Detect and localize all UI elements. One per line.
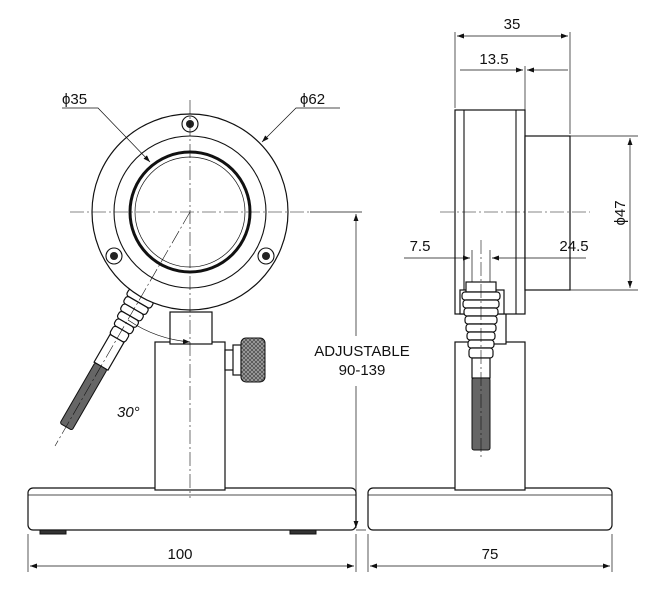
mounting-screw-left — [105, 247, 123, 265]
label-phi47: ϕ47 — [612, 200, 629, 225]
leader-phi35 — [62, 107, 151, 163]
label-dim-24-5: 24.5 — [559, 238, 588, 255]
angle-centerline — [54, 211, 191, 447]
front-base — [27, 487, 357, 535]
knurled-knob-icon — [240, 337, 266, 383]
label-width-side: 75 — [482, 546, 499, 563]
label-phi62: ϕ62 — [300, 91, 325, 108]
label-width-front: 100 — [167, 546, 192, 563]
side-rear-boss — [524, 135, 571, 291]
leader-phi62 — [261, 107, 340, 143]
mounting-screw-right — [257, 247, 275, 265]
side-base — [367, 487, 613, 531]
label-dim-13-5: 13.5 — [479, 51, 508, 68]
label-adjustable: ADJUSTABLE — [314, 343, 410, 360]
front-post-upper — [169, 311, 213, 345]
label-dim-7-5: 7.5 — [410, 238, 431, 255]
angle-arc — [127, 319, 191, 344]
front-view: 30° ϕ35 ϕ62 ADJUSTABLE 90-139 100 — [27, 91, 410, 572]
locking-knob — [224, 337, 266, 383]
side-view: 35 13.5 ϕ47 7.5 24.5 75 — [367, 16, 638, 572]
label-adjust-range: 90-139 — [339, 362, 386, 379]
front-base-foot-right — [289, 529, 317, 535]
label-dim-35: 35 — [504, 16, 521, 33]
cable — [60, 362, 107, 431]
angle-label: 30° — [117, 404, 140, 421]
front-base-foot-left — [39, 529, 67, 535]
label-phi35: ϕ35 — [62, 91, 87, 108]
